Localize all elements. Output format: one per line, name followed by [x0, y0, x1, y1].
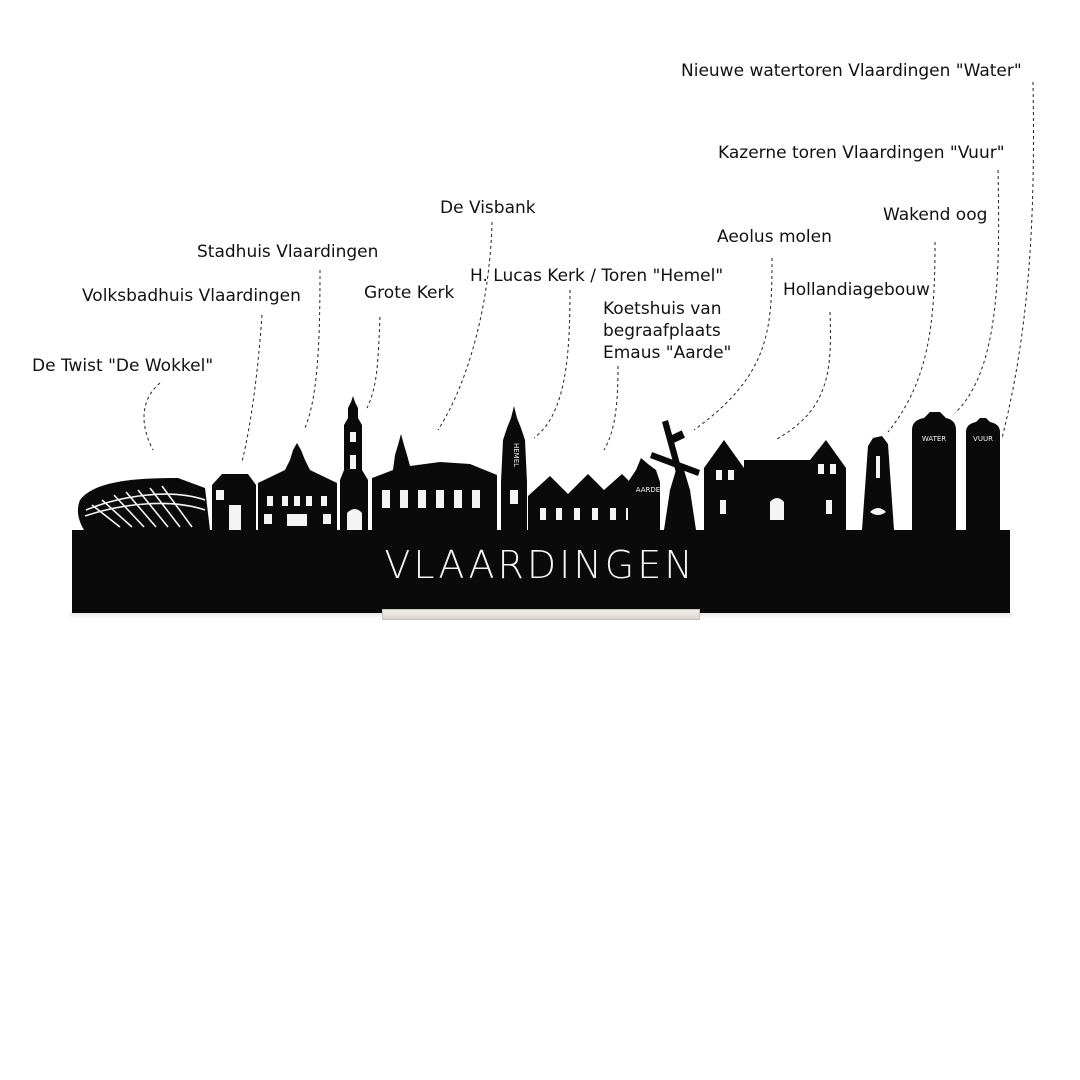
- leader-kazerne: [954, 169, 1000, 414]
- label-aeolus: Aeolus molen: [717, 227, 832, 247]
- leader-aeolus: [693, 257, 773, 431]
- mark-vuur: VUUR: [973, 435, 993, 443]
- leader-hollandia: [774, 311, 831, 441]
- mark-aarde: AARDE: [636, 486, 660, 494]
- mark-water: WATER: [922, 435, 946, 443]
- label-koetshuis: Koetshuis van begraafplaats Emaus "Aarde…: [603, 299, 732, 363]
- building-lucas-kerk: [501, 406, 527, 530]
- stand: [382, 609, 700, 620]
- label-lucas-kerk: H. Lucas Kerk / Toren "Hemel": [470, 266, 724, 286]
- label-wakend-oog: Wakend oog: [883, 205, 988, 225]
- building-hollandia: [704, 440, 846, 530]
- leader-koetshuis: [603, 365, 619, 451]
- label-stadhuis: Stadhuis Vlaardingen: [197, 242, 379, 262]
- city-name: VLAARDINGEN: [384, 543, 696, 587]
- label-de-twist: De Twist "De Wokkel": [32, 356, 214, 376]
- leader-wakend-oog: [887, 241, 936, 433]
- building-volksbadhuis: [212, 474, 256, 530]
- label-grote-kerk: Grote Kerk: [364, 283, 455, 303]
- label-de-visbank: De Visbank: [440, 198, 536, 218]
- base-plate: [72, 530, 1010, 614]
- building-stadhuis: [258, 443, 337, 530]
- leader-grote-kerk: [366, 316, 381, 409]
- building-aeolus-molen: [650, 420, 700, 530]
- label-volksbadhuis: Volksbadhuis Vlaardingen: [82, 286, 301, 306]
- leader-volksbadhuis: [241, 314, 263, 463]
- building-wakend-oog: [862, 436, 894, 530]
- leader-de-twist: [143, 382, 161, 451]
- building-row-houses: [528, 474, 640, 530]
- building-watertoren: [912, 412, 956, 530]
- building-kazerne-toren: [966, 418, 1000, 530]
- building-de-visbank: [372, 434, 497, 530]
- building-koetshuis: [628, 458, 660, 530]
- leader-de-visbank: [437, 221, 493, 431]
- label-kazerne: Kazerne toren Vlaardingen "Vuur": [718, 143, 1005, 163]
- leader-lucas-kerk: [533, 289, 571, 439]
- mark-hemel: HEMEL: [512, 443, 520, 467]
- label-watertoren: Nieuwe watertoren Vlaardingen "Water": [681, 61, 1022, 81]
- label-hollandia: Hollandiagebouw: [783, 280, 930, 300]
